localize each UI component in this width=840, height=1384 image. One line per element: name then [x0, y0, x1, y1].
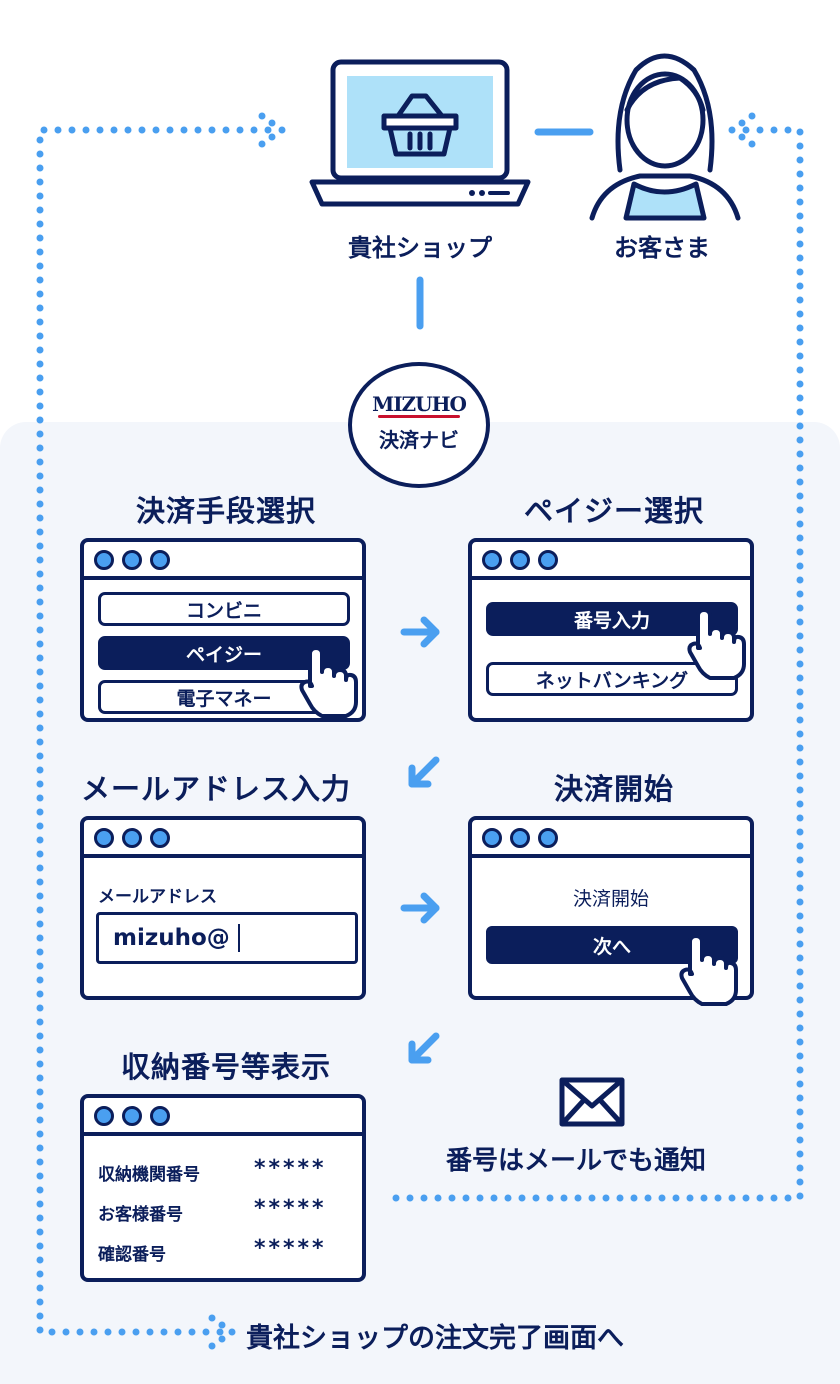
option-net-banking[interactable]: ネットバンキング — [486, 662, 738, 696]
arrow-down-left-2 — [408, 1032, 440, 1064]
step-title-payeasy: ペイジー選択 — [523, 494, 704, 528]
mizuho-payment-navi-logo: MIZUHO 決済ナビ — [348, 362, 490, 488]
window-dot — [122, 1106, 142, 1126]
email-field-label: メールアドレス — [98, 887, 217, 907]
woman-person-icon — [589, 53, 741, 221]
window-start: 決済開始 次へ — [468, 816, 754, 1000]
text-caret — [237, 924, 240, 952]
window-dot — [94, 828, 114, 848]
window-dot — [482, 550, 502, 570]
row-label-agency-number: 収納機関番号 — [98, 1165, 200, 1185]
window-dot — [150, 828, 170, 848]
email-field[interactable]: mizuho@ — [96, 912, 358, 964]
customer-label: お客さま — [614, 234, 710, 262]
window-dot — [122, 550, 142, 570]
row-value-customer-number: ***** — [254, 1196, 327, 1221]
option-payeasy[interactable]: ペイジー — [98, 636, 350, 670]
logo-subtitle: 決済ナビ — [379, 428, 459, 452]
window-payeasy: 番号入力 ネットバンキング — [468, 538, 754, 722]
window-email: メールアドレス mizuho@ — [80, 816, 366, 1000]
window-number-display: 収納機関番号 ***** お客様番号 ***** 確認番号 ***** — [80, 1094, 366, 1282]
option-e-money[interactable]: 電子マネー — [98, 680, 350, 714]
window-dot — [482, 828, 502, 848]
mail-envelope-icon — [559, 1077, 625, 1127]
row-value-confirmation-number: ***** — [254, 1236, 327, 1261]
dotted-loop-left — [36, 126, 272, 1336]
step-title-email: メールアドレス入力 — [80, 772, 351, 806]
mail-note: 番号はメールでも通知 — [446, 1146, 707, 1176]
logo-swoosh — [378, 415, 460, 418]
step-title-display: 収納番号等表示 — [120, 1050, 331, 1084]
dotted-loop-right — [386, 126, 804, 1202]
window-dot — [150, 550, 170, 570]
option-convenience-store[interactable]: コンビニ — [98, 592, 350, 626]
step-title-start: 決済開始 — [553, 772, 674, 806]
window-dot — [122, 828, 142, 848]
row-label-confirmation-number: 確認番号 — [98, 1245, 166, 1265]
window-dot — [510, 550, 530, 570]
window-payment-method: コンビニ ペイジー 電子マネー — [80, 538, 366, 722]
window-dot — [510, 828, 530, 848]
arrow-down-left-1 — [408, 756, 440, 788]
start-text: 決済開始 — [572, 888, 649, 910]
shop-label: 貴社ショップ — [348, 234, 492, 262]
arrow-right-2 — [400, 892, 440, 924]
next-button[interactable]: 次へ — [486, 926, 738, 964]
logo-brand: MIZUHO — [372, 392, 467, 416]
window-titlebar-divider — [472, 576, 750, 580]
arrow-right-1 — [400, 616, 440, 648]
window-titlebar-divider — [84, 1132, 362, 1136]
window-titlebar-divider — [472, 854, 750, 858]
window-dot — [150, 1106, 170, 1126]
window-dot — [94, 550, 114, 570]
option-number-input[interactable]: 番号入力 — [486, 602, 738, 636]
step-title-payment-method: 決済手段選択 — [135, 494, 316, 528]
footer-text: 貴社ショップの注文完了画面へ — [246, 1323, 624, 1354]
row-label-customer-number: お客様番号 — [98, 1205, 183, 1225]
window-dot — [94, 1106, 114, 1126]
window-titlebar-divider — [84, 854, 362, 858]
shopping-basket-laptop-icon — [309, 59, 531, 207]
window-titlebar-divider — [84, 576, 362, 580]
email-field-value: mizuho@ — [113, 925, 230, 951]
row-value-agency-number: ***** — [254, 1156, 327, 1181]
window-dot — [538, 828, 558, 848]
window-dot — [538, 550, 558, 570]
